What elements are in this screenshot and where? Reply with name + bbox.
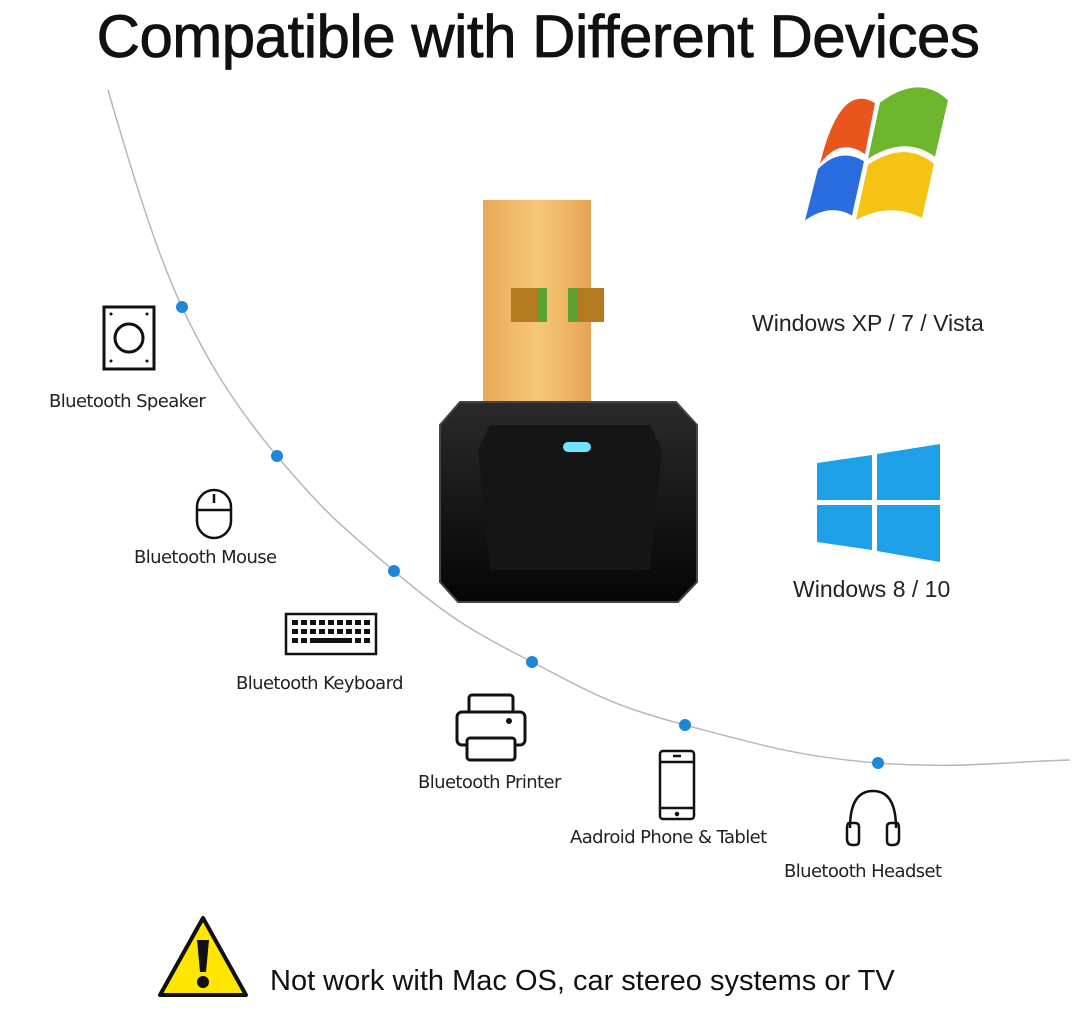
dot — [388, 565, 400, 577]
device-label-mouse: Bluetooth Mouse — [134, 547, 277, 568]
spacebar — [310, 638, 352, 643]
printer-icon — [455, 693, 527, 762]
dot — [526, 656, 538, 668]
os-label-xp: Windows XP / 7 / Vista — [752, 310, 984, 336]
device-label-phone: Aadroid Phone & Tablet — [570, 827, 767, 848]
key — [310, 620, 316, 625]
device-label-printer: Bluetooth Printer — [418, 772, 561, 793]
led-indicator — [563, 442, 591, 452]
key — [364, 629, 370, 634]
warning-text: Not work with Mac OS, car stereo systems… — [270, 965, 895, 997]
keyboard-icon — [284, 612, 378, 656]
headset-icon — [845, 789, 901, 847]
mouse-icon — [195, 488, 233, 540]
key — [301, 638, 307, 643]
key — [364, 620, 370, 625]
key — [319, 629, 325, 634]
key — [292, 638, 298, 643]
key — [355, 638, 361, 643]
device-label-speaker: Bluetooth Speaker — [49, 391, 206, 412]
key — [292, 620, 298, 625]
key — [292, 629, 298, 634]
key — [319, 620, 325, 625]
key — [355, 629, 361, 634]
key — [328, 629, 334, 634]
key — [355, 620, 361, 625]
usb-dongle — [439, 200, 698, 603]
key — [337, 629, 343, 634]
os-label-win10: Windows 8 / 10 — [793, 576, 951, 602]
windows-10-logo — [817, 444, 940, 562]
dot — [679, 719, 691, 731]
connection-dots — [176, 301, 884, 769]
device-label-headset: Bluetooth Headset — [784, 861, 942, 882]
key — [301, 629, 307, 634]
key — [337, 620, 343, 625]
phone-icon — [658, 749, 696, 821]
speaker-icon — [102, 305, 156, 371]
key — [328, 620, 334, 625]
page-title: Compatible with Different Devices — [96, 3, 980, 71]
windows-xp-logo — [805, 87, 948, 221]
dot — [176, 301, 188, 313]
dot — [271, 450, 283, 462]
warning-icon — [158, 916, 248, 997]
key — [346, 620, 352, 625]
key — [364, 638, 370, 643]
dot — [872, 757, 884, 769]
key — [310, 629, 316, 634]
key — [346, 629, 352, 634]
device-label-keyboard: Bluetooth Keyboard — [236, 673, 404, 694]
key — [301, 620, 307, 625]
